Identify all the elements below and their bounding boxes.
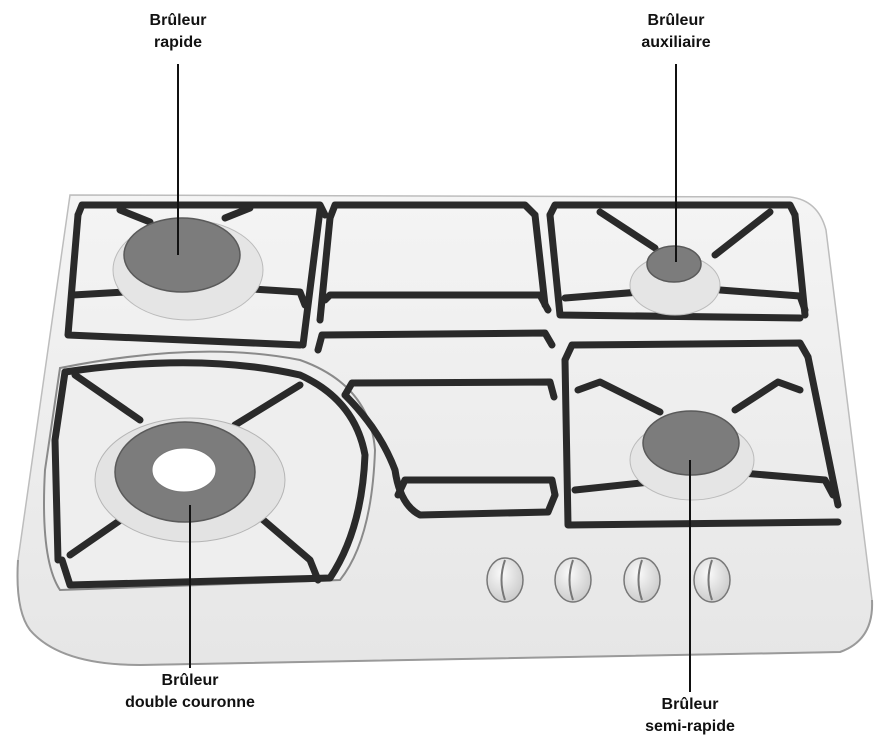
knob-1[interactable]: [487, 558, 523, 602]
label-semi-rapide-line1: Brûleur: [620, 694, 760, 716]
burner-auxiliaire-cap: [647, 246, 701, 282]
label-rapide-line1: Brûleur: [118, 10, 238, 32]
label-bruleur-semi-rapide: Brûleur semi-rapide: [620, 694, 760, 738]
knob-3[interactable]: [624, 558, 660, 602]
label-double-couronne-line1: Brûleur: [100, 670, 280, 692]
knob-2[interactable]: [555, 558, 591, 602]
label-auxiliaire-line1: Brûleur: [616, 10, 736, 32]
burner-rapide-cap: [124, 218, 240, 292]
label-semi-rapide-line2: semi-rapide: [620, 716, 760, 738]
label-bruleur-double-couronne: Brûleur double couronne: [100, 670, 280, 714]
label-double-couronne-line2: double couronne: [100, 692, 280, 714]
knob-4[interactable]: [694, 558, 730, 602]
label-bruleur-auxiliaire: Brûleur auxiliaire: [616, 10, 736, 54]
label-bruleur-rapide: Brûleur rapide: [118, 10, 238, 54]
label-rapide-line2: rapide: [118, 32, 238, 54]
label-auxiliaire-line2: auxiliaire: [616, 32, 736, 54]
burner-double-couronne-center: [152, 448, 216, 492]
